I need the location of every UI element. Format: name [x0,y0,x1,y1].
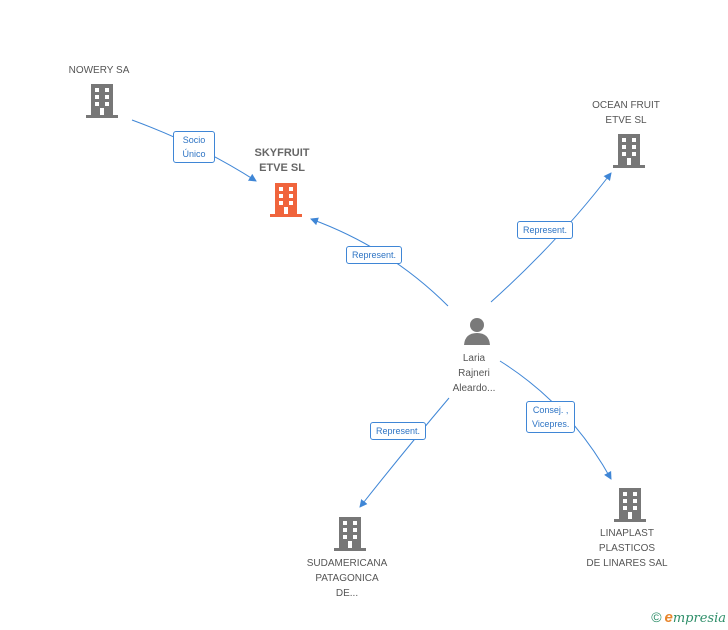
person-icon[interactable] [463,317,491,345]
node-label: Laria Rajneri Aleardo... [452,353,496,394]
node-skyfruit-etve-sl[interactable]: SKYFRUIT ETVE SL [232,146,332,176]
edge-label-represent-ocean[interactable]: Represent. [517,221,574,239]
edge-person-sudamericana [359,397,450,508]
brand-logo-initial: e [664,609,673,626]
building-icon[interactable] [334,517,366,551]
building-icon[interactable] [613,134,645,168]
edge-label-socio-unico[interactable]: Socio Único [173,131,215,163]
node-linaplast-plasticos[interactable]: LINAPLAST PLASTICOS DE LINARES SAL [568,526,686,571]
node-nowery-sa[interactable]: NOWERY SA [49,63,149,78]
edge-label-represent-skyfruit[interactable]: Represent. [346,246,403,264]
building-icon[interactable] [614,488,646,522]
building-icon[interactable] [86,84,118,118]
building-icon[interactable] [270,183,302,217]
copyright-symbol: © [651,609,662,625]
edge-label-represent-sudamericana[interactable]: Represent. [370,422,427,440]
edge-label-consej-vicepres[interactable]: Consej. , Vicepres. [526,401,576,433]
node-label: LINAPLAST PLASTICOS DE LINARES SAL [586,528,668,569]
node-label: NOWERY SA [68,65,130,76]
node-label: SUDAMERICANA PATAGONICA DE... [306,558,388,599]
node-ocean-fruit-etve-sl[interactable]: OCEAN FRUIT ETVE SL [576,98,676,128]
brand-logo-text: mpresia [672,611,726,626]
node-label: OCEAN FRUIT ETVE SL [592,100,660,126]
node-sudamericana-patagonica[interactable]: SUDAMERICANA PATAGONICA DE... [297,556,397,601]
node-person-laria-rajneri[interactable]: Laria Rajneri Aleardo... [424,351,524,396]
node-label: SKYFRUIT ETVE SL [254,147,310,174]
footer-brand: ©empresia [651,609,726,626]
